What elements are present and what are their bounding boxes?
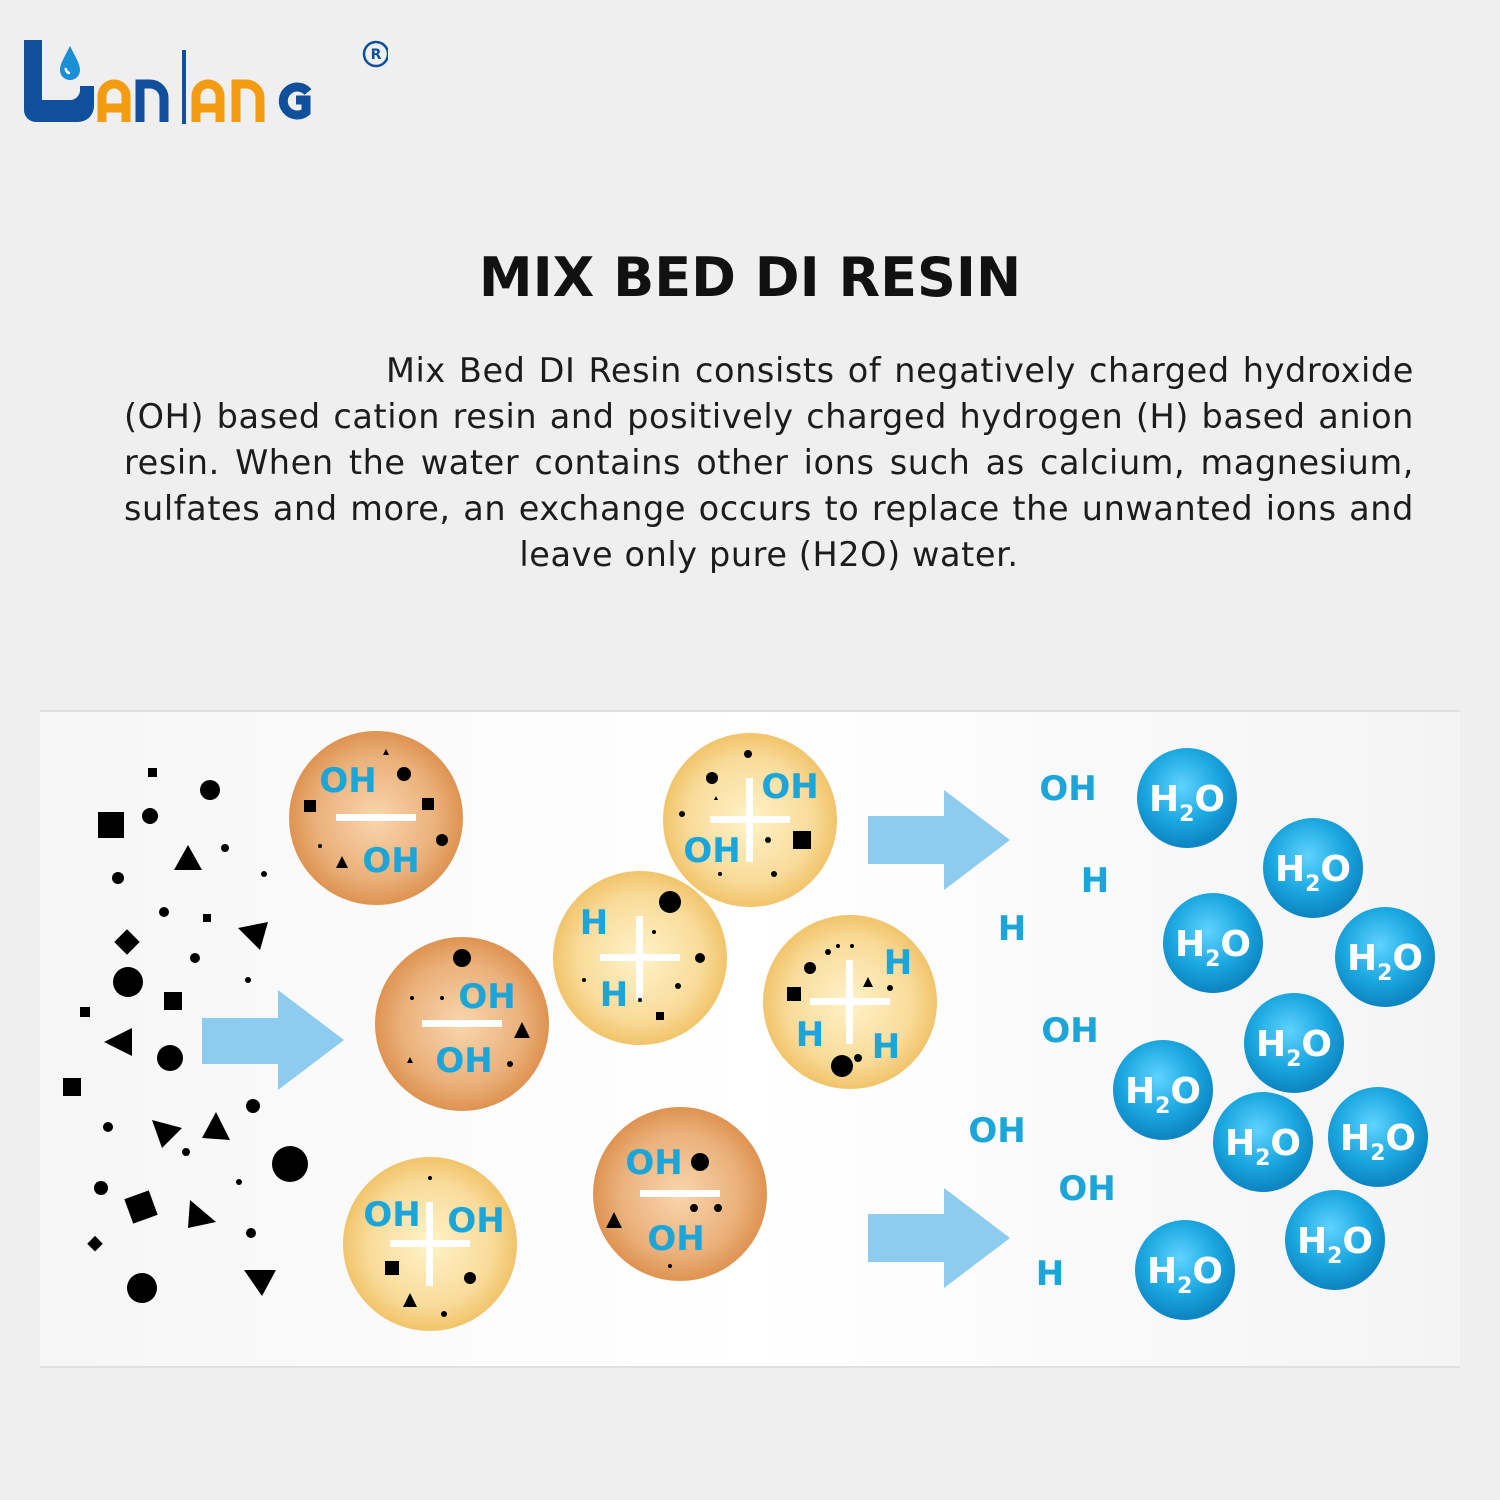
water-molecule: H2O (1244, 993, 1344, 1093)
description-paragraph: Mix Bed DI Resin consists of negatively … (124, 351, 1414, 574)
resin-bead-anion: OH OH (289, 731, 463, 905)
resin-bead-cation: H H H (763, 915, 937, 1089)
svg-text:H2O: H2O (1275, 849, 1351, 897)
svg-text:H2O: H2O (1125, 1071, 1201, 1119)
impurity-particles (63, 768, 308, 1303)
svg-text:H2O: H2O (1147, 1251, 1223, 1299)
free-ion-label: OH (1058, 1169, 1115, 1209)
svg-text:H2O: H2O (1347, 938, 1423, 986)
bead-ion-label: OH (683, 831, 740, 871)
water-molecule: H2O (1113, 1040, 1213, 1140)
bead-ion-label: OH (319, 761, 376, 801)
svg-text:H2O: H2O (1149, 779, 1225, 827)
water-molecule: H2O (1163, 893, 1263, 993)
flow-arrows (202, 790, 1010, 1288)
svg-text:R: R (371, 47, 382, 63)
svg-text:H2O: H2O (1225, 1123, 1301, 1171)
brand-logo: R (24, 40, 388, 124)
resin-bead-cation: HH (553, 871, 727, 1045)
water-molecule: H2O (1263, 818, 1363, 918)
bead-ion-label: OH (647, 1219, 704, 1259)
resin-bead-mixed: OH OH (663, 733, 837, 907)
free-ion-label: OH (968, 1111, 1025, 1151)
bead-ion-label: OH (363, 1195, 420, 1235)
water-molecule: H2O (1285, 1190, 1385, 1290)
bead-ion-label: H (884, 943, 912, 983)
bead-ion-label: OH (458, 977, 515, 1017)
free-ions: OH H H OH OH OH H (968, 769, 1115, 1294)
bead-ion-label: OH (362, 841, 419, 881)
bead-ion-label: H (872, 1027, 900, 1067)
bead-ion-label: OH (447, 1201, 504, 1241)
water-molecule: H2O (1137, 748, 1237, 848)
svg-text:H2O: H2O (1297, 1221, 1373, 1269)
svg-text:H2O: H2O (1340, 1118, 1416, 1166)
resin-bead-anion: OH OH (375, 937, 549, 1111)
bead-ion-label: OH (761, 767, 818, 807)
resin-bead-anion: OH OH (593, 1107, 767, 1281)
water-molecule: H2O (1213, 1092, 1313, 1192)
bead-ion-label: H (796, 1015, 824, 1055)
page-title: MIX BED DI RESIN (478, 246, 1022, 309)
bead-ion-label: H (600, 975, 628, 1015)
resin-bead-mixed: OH OH (343, 1157, 517, 1331)
water-molecule: H2O (1335, 907, 1435, 1007)
arrow-out-bottom (868, 1188, 1010, 1288)
svg-text:H2O: H2O (1256, 1024, 1332, 1072)
free-ion-label: OH (1039, 769, 1096, 809)
water-molecule: H2O (1328, 1087, 1428, 1187)
bead-ion-label: OH (625, 1143, 682, 1183)
water-molecule: H2O (1135, 1220, 1235, 1320)
svg-text:H2O: H2O (1175, 924, 1251, 972)
bead-ion-label: OH (435, 1041, 492, 1081)
arrow-out-top (868, 790, 1010, 890)
free-ion-label: H (1081, 861, 1109, 901)
free-ion-label: OH (1041, 1011, 1098, 1051)
bead-ion-label: H (580, 903, 608, 943)
free-ion-label: H (998, 909, 1026, 949)
arrow-into-resin (202, 990, 344, 1090)
free-ion-label: H (1036, 1254, 1064, 1294)
